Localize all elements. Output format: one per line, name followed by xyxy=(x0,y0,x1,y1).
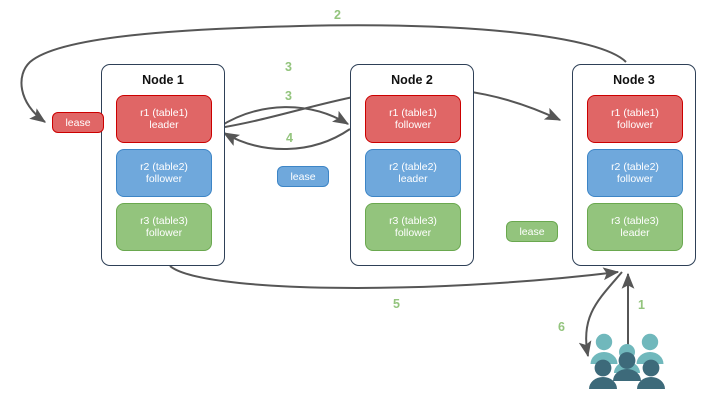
replica-role: leader xyxy=(398,173,428,185)
replica-r3-node1[interactable]: r3 (table3) follower xyxy=(116,203,212,251)
replica-name: r2 (table2) xyxy=(389,160,437,173)
replica-r3-node3[interactable]: r3 (table3) leader xyxy=(587,203,683,251)
step-label-3b: 3 xyxy=(285,89,292,103)
replica-role: follower xyxy=(394,227,432,239)
replica-role: follower xyxy=(145,227,183,239)
node-card-node1[interactable]: Node 1 r1 (table1) leader r2 (table2) fo… xyxy=(101,64,225,266)
node-card-node2[interactable]: Node 2 r1 (table1) follower r2 (table2) … xyxy=(350,64,474,266)
node-title: Node 1 xyxy=(142,73,184,87)
arrow-step-3-node2 xyxy=(218,106,350,128)
replica-name: r1 (table1) xyxy=(389,106,437,119)
arrow-step-6 xyxy=(578,271,623,358)
replica-name: r2 (table2) xyxy=(611,160,659,173)
users-icon xyxy=(589,333,665,389)
replica-name: r1 (table1) xyxy=(140,106,188,119)
replica-name: r2 (table2) xyxy=(140,160,188,173)
step-label-5: 5 xyxy=(393,297,400,311)
node-title: Node 3 xyxy=(613,73,655,87)
replica-name: r3 (table3) xyxy=(611,214,659,227)
replica-r2-node1[interactable]: r2 (table2) follower xyxy=(116,149,212,197)
arrow-step-2 xyxy=(20,24,627,123)
replica-role: leader xyxy=(149,119,179,131)
replica-r2-node2[interactable]: r2 (table2) leader xyxy=(365,149,461,197)
arrow-step-4 xyxy=(222,128,351,150)
arrow-step-5 xyxy=(169,265,620,289)
replica-role: leader xyxy=(620,227,650,239)
step-label-3a: 3 xyxy=(285,60,292,74)
node-card-node3[interactable]: Node 3 r1 (table1) follower r2 (table2) … xyxy=(572,64,696,266)
step-label-2: 2 xyxy=(334,8,341,22)
replica-role: follower xyxy=(616,119,654,131)
lease-badge-red[interactable]: lease xyxy=(52,112,104,133)
replica-r3-node2[interactable]: r3 (table3) follower xyxy=(365,203,461,251)
replica-role: follower xyxy=(394,119,432,131)
replica-name: r3 (table3) xyxy=(140,214,188,227)
step-label-4: 4 xyxy=(286,131,293,145)
step-label-6: 6 xyxy=(558,320,565,334)
replica-r1-node2[interactable]: r1 (table1) follower xyxy=(365,95,461,143)
replica-r2-node3[interactable]: r2 (table2) follower xyxy=(587,149,683,197)
lease-badge-blue[interactable]: lease xyxy=(277,166,329,187)
lease-badge-green[interactable]: lease xyxy=(506,221,558,242)
replica-role: follower xyxy=(145,173,183,185)
node-title: Node 2 xyxy=(391,73,433,87)
replica-name: r3 (table3) xyxy=(389,214,437,227)
replica-r1-node1[interactable]: r1 (table1) leader xyxy=(116,95,212,143)
replica-role: follower xyxy=(616,173,654,185)
replica-name: r1 (table1) xyxy=(611,106,659,119)
step-label-1: 1 xyxy=(638,298,645,312)
replica-r1-node3[interactable]: r1 (table1) follower xyxy=(587,95,683,143)
